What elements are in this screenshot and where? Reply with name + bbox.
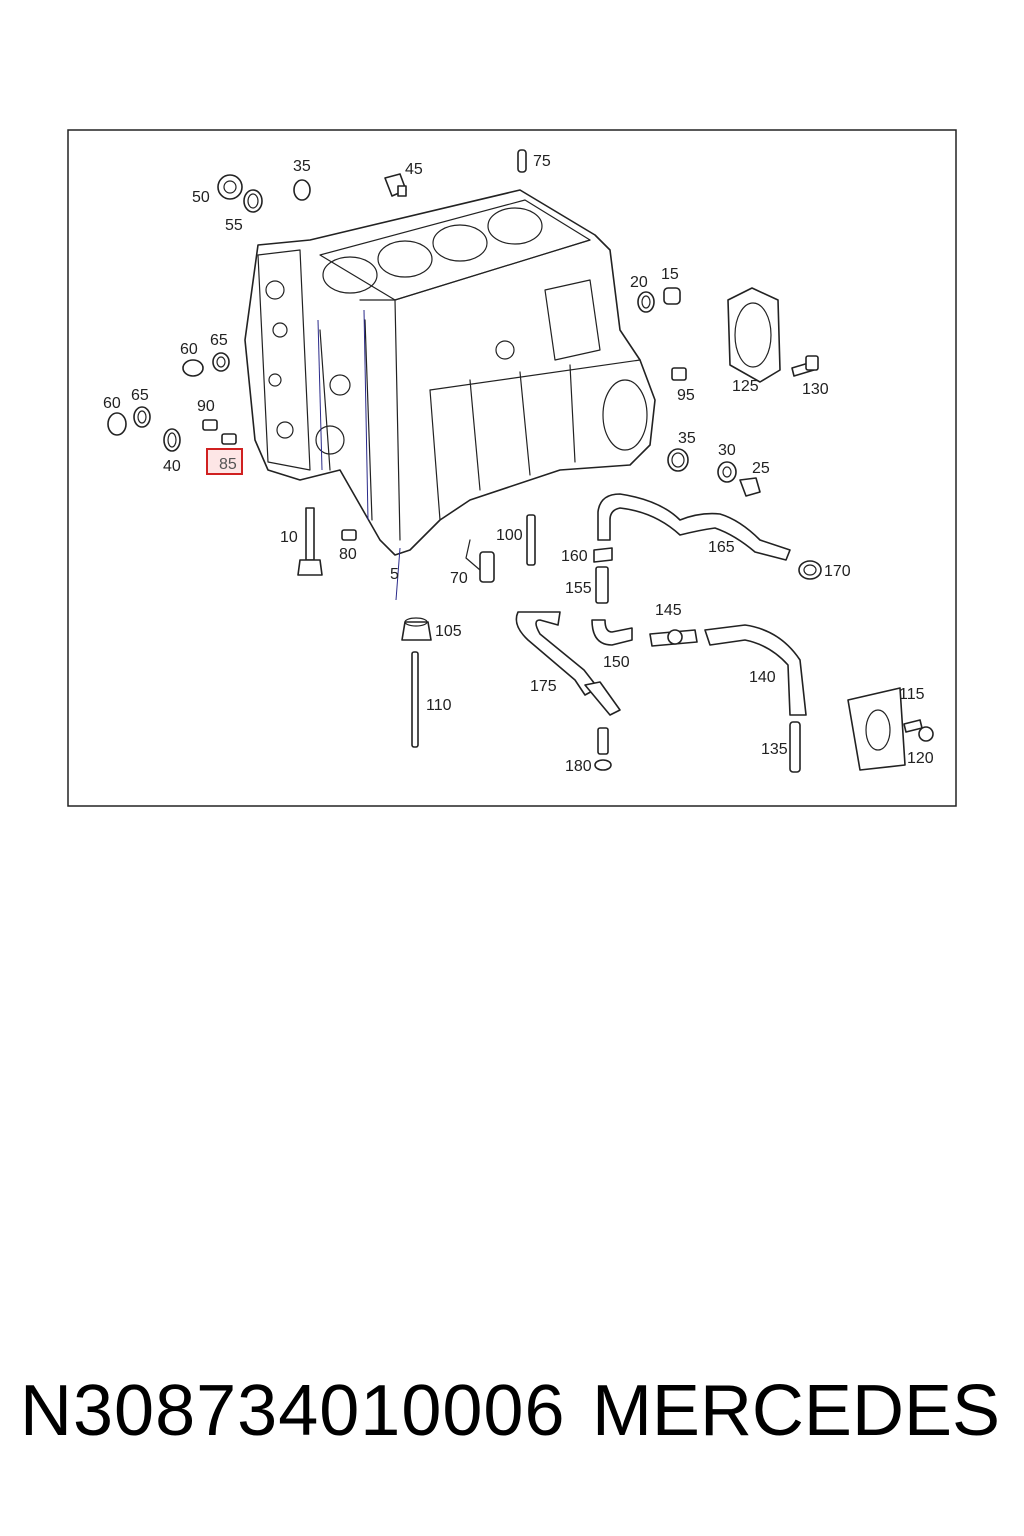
part-15-plug[interactable] [663,287,681,305]
part-95-pin[interactable] [671,367,687,381]
part-70-oil-jet[interactable] [465,539,495,583]
callout-90[interactable]: 90 [197,398,215,415]
callout-155[interactable]: 155 [565,580,592,597]
part-65-seal-lower[interactable] [133,406,151,428]
callout-75[interactable]: 75 [533,153,551,170]
callout-160[interactable]: 160 [561,548,588,565]
part-45-sensor[interactable] [384,173,407,197]
part-60-plug-lower[interactable] [107,412,127,436]
callout-145[interactable]: 145 [655,602,682,619]
part-110-dipstick[interactable] [411,651,419,748]
callout-85-highlighted[interactable]: 85 [219,456,237,473]
part-40-ring[interactable] [163,428,181,452]
callout-135[interactable]: 135 [761,741,788,758]
part-25-plug[interactable] [739,477,761,497]
part-145-valve[interactable] [649,629,698,647]
callout-5[interactable]: 5 [390,566,399,583]
callout-55[interactable]: 55 [225,217,243,234]
part-175-pipe[interactable] [515,611,621,716]
callout-175[interactable]: 175 [530,678,557,695]
part-35-plug[interactable] [293,179,311,201]
callout-180[interactable]: 180 [565,758,592,775]
part-155-fitting[interactable] [595,566,609,604]
part-20-seal[interactable] [637,291,655,313]
callout-20[interactable]: 20 [630,274,648,291]
callout-105[interactable]: 105 [435,623,462,640]
part-160-cap[interactable] [593,547,613,563]
part-60-plug-upper[interactable] [182,359,204,377]
callout-35-right[interactable]: 35 [678,430,696,447]
part-10-bolt[interactable] [297,507,323,576]
callout-80[interactable]: 80 [339,546,357,563]
callout-110[interactable]: 110 [426,697,452,714]
engine-block[interactable] [244,189,656,556]
part-120-bolt[interactable] [903,719,934,742]
callout-140[interactable]: 140 [749,669,776,686]
highlight-box [206,448,243,475]
callout-65-lower[interactable]: 65 [131,387,149,404]
callout-95[interactable]: 95 [677,387,695,404]
callout-130[interactable]: 130 [802,381,829,398]
part-180-o-ring[interactable] [594,727,612,771]
part-135-tube[interactable] [789,721,801,773]
part-105-valve[interactable] [401,617,432,641]
callout-10[interactable]: 10 [280,529,298,546]
brand-name: MERCEDES [591,1371,1000,1451]
diagram-frame [67,129,957,807]
callout-125[interactable]: 125 [732,378,759,395]
callout-60-upper[interactable]: 60 [180,341,198,358]
part-90-pin[interactable] [202,419,218,431]
callout-25[interactable]: 25 [752,460,770,477]
callout-100[interactable]: 100 [496,527,523,544]
callout-65-upper[interactable]: 65 [210,332,228,349]
part-85-sleeve[interactable] [221,433,237,445]
caption-bar: N308734010006 MERCEDES [0,1370,1024,1460]
callout-40[interactable]: 40 [163,458,181,475]
callout-70[interactable]: 70 [450,570,468,587]
part-115-cover[interactable] [847,687,906,771]
callout-120[interactable]: 120 [907,750,934,767]
part-170-clamp[interactable] [798,560,822,580]
callout-45[interactable]: 45 [405,161,423,178]
part-50-plug[interactable] [217,174,243,200]
part-number: N308734010006 [20,1371,566,1451]
part-100-tube[interactable] [526,514,536,566]
callout-115[interactable]: 115 [899,686,925,703]
leader-lines [317,309,401,601]
part-130-bolt[interactable] [791,355,819,377]
part-30-seal[interactable] [717,461,737,483]
part-55-seal[interactable] [243,189,263,213]
callout-50[interactable]: 50 [192,189,210,206]
part-140-hose[interactable] [704,624,807,716]
part-75-pin[interactable] [517,149,527,173]
callout-35-top[interactable]: 35 [293,158,311,175]
callout-170[interactable]: 170 [824,563,851,580]
part-150-elbow[interactable] [591,619,633,646]
callout-15[interactable]: 15 [661,266,679,283]
callout-165[interactable]: 165 [708,539,735,556]
part-80-pin[interactable] [341,529,357,541]
callout-30[interactable]: 30 [718,442,736,459]
part-35-plug-right[interactable] [667,448,689,472]
part-65-seal-upper[interactable] [212,352,230,372]
callout-150[interactable]: 150 [603,654,630,671]
callout-60-lower[interactable]: 60 [103,395,121,412]
part-165-hose[interactable] [597,493,791,561]
part-125-seal-flange[interactable] [727,287,781,383]
